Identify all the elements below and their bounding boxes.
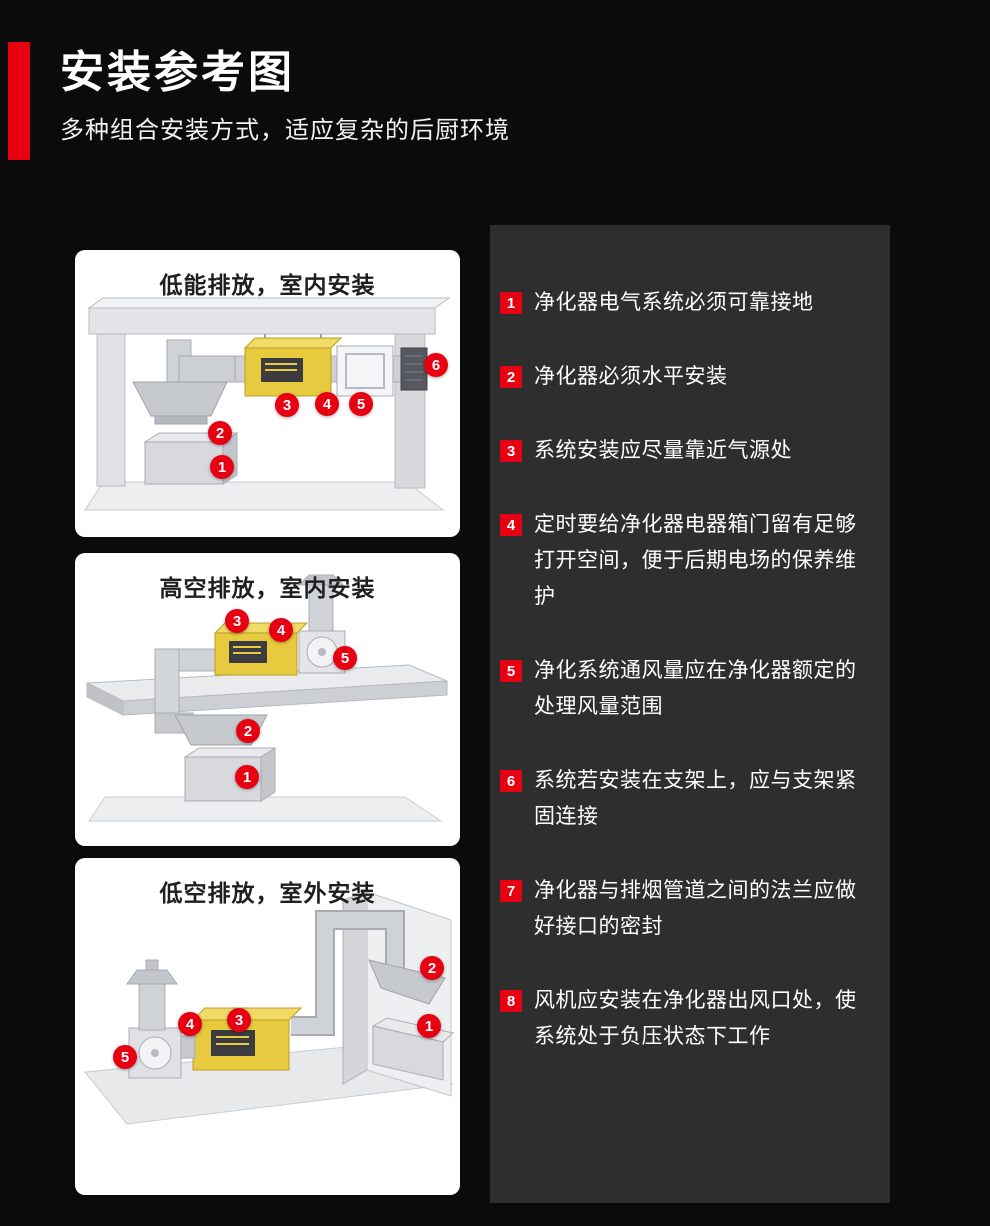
page-subtitle: 多种组合安装方式，适应复杂的后厨环境 bbox=[60, 117, 510, 144]
card-title: 低空排放，室外安装 bbox=[159, 880, 376, 906]
callout-marker-1: 1 bbox=[417, 1014, 441, 1038]
diagram-card-indoor-low-emission: 低能排放，室内安装 bbox=[75, 250, 460, 537]
callout-marker-2: 2 bbox=[236, 719, 260, 743]
wall-vent bbox=[400, 347, 428, 391]
purifier-box bbox=[213, 622, 309, 676]
callout-marker-1: 1 bbox=[235, 765, 259, 789]
card-title: 低能排放，室内安装 bbox=[159, 272, 376, 298]
callout-marker-3: 3 bbox=[225, 609, 249, 633]
callout-marker-2: 2 bbox=[420, 956, 444, 980]
note-item: 7 净化器与排烟管道之间的法兰应做好接口的密封 bbox=[500, 873, 866, 945]
note-text: 定时要给净化器电器箱门留有足够打开空间，便于后期电场的保养维护 bbox=[534, 513, 857, 608]
note-item: 1 净化器电气系统必须可靠接地 bbox=[500, 285, 866, 321]
note-text: 净化器电气系统必须可靠接地 bbox=[534, 291, 814, 314]
diagram-card-indoor-high-emission: 高空排放，室内安装 bbox=[75, 553, 460, 846]
exhaust-stack bbox=[126, 959, 178, 1031]
note-text: 净化器必须水平安装 bbox=[534, 365, 728, 388]
note-text: 风机应安装在净化器出风口处，使系统处于负压状态下工作 bbox=[534, 989, 857, 1048]
callout-marker-4: 4 bbox=[269, 618, 293, 642]
note-number-badge: 7 bbox=[500, 880, 522, 902]
fan-unit bbox=[336, 345, 394, 397]
note-item: 5 净化系统通风量应在净化器额定的处理风量范围 bbox=[500, 653, 866, 725]
card-title: 高空排放，室内安装 bbox=[159, 575, 376, 601]
duct-run bbox=[291, 910, 405, 1036]
note-item: 2 净化器必须水平安装 bbox=[500, 359, 866, 395]
callout-marker-2: 2 bbox=[208, 421, 232, 445]
callout-marker-5: 5 bbox=[113, 1045, 137, 1069]
installation-notes-panel: 1 净化器电气系统必须可靠接地 2 净化器必须水平安装 3 系统安装应尽量靠近气… bbox=[490, 225, 890, 1203]
indoor-high-emission-diagram bbox=[85, 574, 448, 822]
callout-marker-6: 6 bbox=[424, 353, 448, 377]
note-number-badge: 2 bbox=[500, 366, 522, 388]
page-title: 安装参考图 bbox=[60, 48, 295, 97]
outdoor-low-emission-diagram bbox=[84, 891, 455, 1125]
callout-marker-4: 4 bbox=[315, 392, 339, 416]
callout-marker-3: 3 bbox=[275, 393, 299, 417]
room-frame bbox=[84, 297, 451, 511]
title-accent-bar bbox=[8, 42, 30, 160]
note-text: 系统若安装在支架上，应与支架紧固连接 bbox=[534, 769, 857, 828]
note-text: 系统安装应尽量靠近气源处 bbox=[534, 439, 792, 462]
note-text: 净化器与排烟管道之间的法兰应做好接口的密封 bbox=[534, 879, 857, 938]
fan-unit bbox=[297, 574, 346, 674]
fan-unit bbox=[128, 1027, 182, 1079]
exhaust-hood bbox=[368, 959, 446, 1005]
callout-marker-4: 4 bbox=[178, 1012, 202, 1036]
note-item: 6 系统若安装在支架上，应与支架紧固连接 bbox=[500, 763, 866, 835]
note-number-badge: 5 bbox=[500, 660, 522, 682]
note-number-badge: 4 bbox=[500, 514, 522, 536]
diagram-card-outdoor-low-emission: 低空排放，室外安装 bbox=[75, 858, 460, 1195]
ground-floor bbox=[88, 796, 443, 822]
stove-cabinet bbox=[183, 747, 277, 802]
callout-marker-1: 1 bbox=[210, 455, 234, 479]
note-number-badge: 6 bbox=[500, 770, 522, 792]
callout-marker-3: 3 bbox=[227, 1008, 251, 1032]
callout-marker-5: 5 bbox=[349, 392, 373, 416]
indoor-low-emission-diagram bbox=[84, 297, 451, 511]
note-item: 4 定时要给净化器电器箱门留有足够打开空间，便于后期电场的保养维护 bbox=[500, 507, 866, 615]
note-item: 3 系统安装应尽量靠近气源处 bbox=[500, 433, 866, 469]
note-item: 8 风机应安装在净化器出风口处，使系统处于负压状态下工作 bbox=[500, 983, 866, 1055]
exhaust-hood bbox=[132, 381, 228, 425]
note-number-badge: 8 bbox=[500, 990, 522, 1012]
note-number-badge: 1 bbox=[500, 292, 522, 314]
note-text: 净化系统通风量应在净化器额定的处理风量范围 bbox=[534, 659, 857, 718]
note-number-badge: 3 bbox=[500, 440, 522, 462]
purifier-box bbox=[243, 337, 343, 397]
callout-marker-5: 5 bbox=[333, 646, 357, 670]
